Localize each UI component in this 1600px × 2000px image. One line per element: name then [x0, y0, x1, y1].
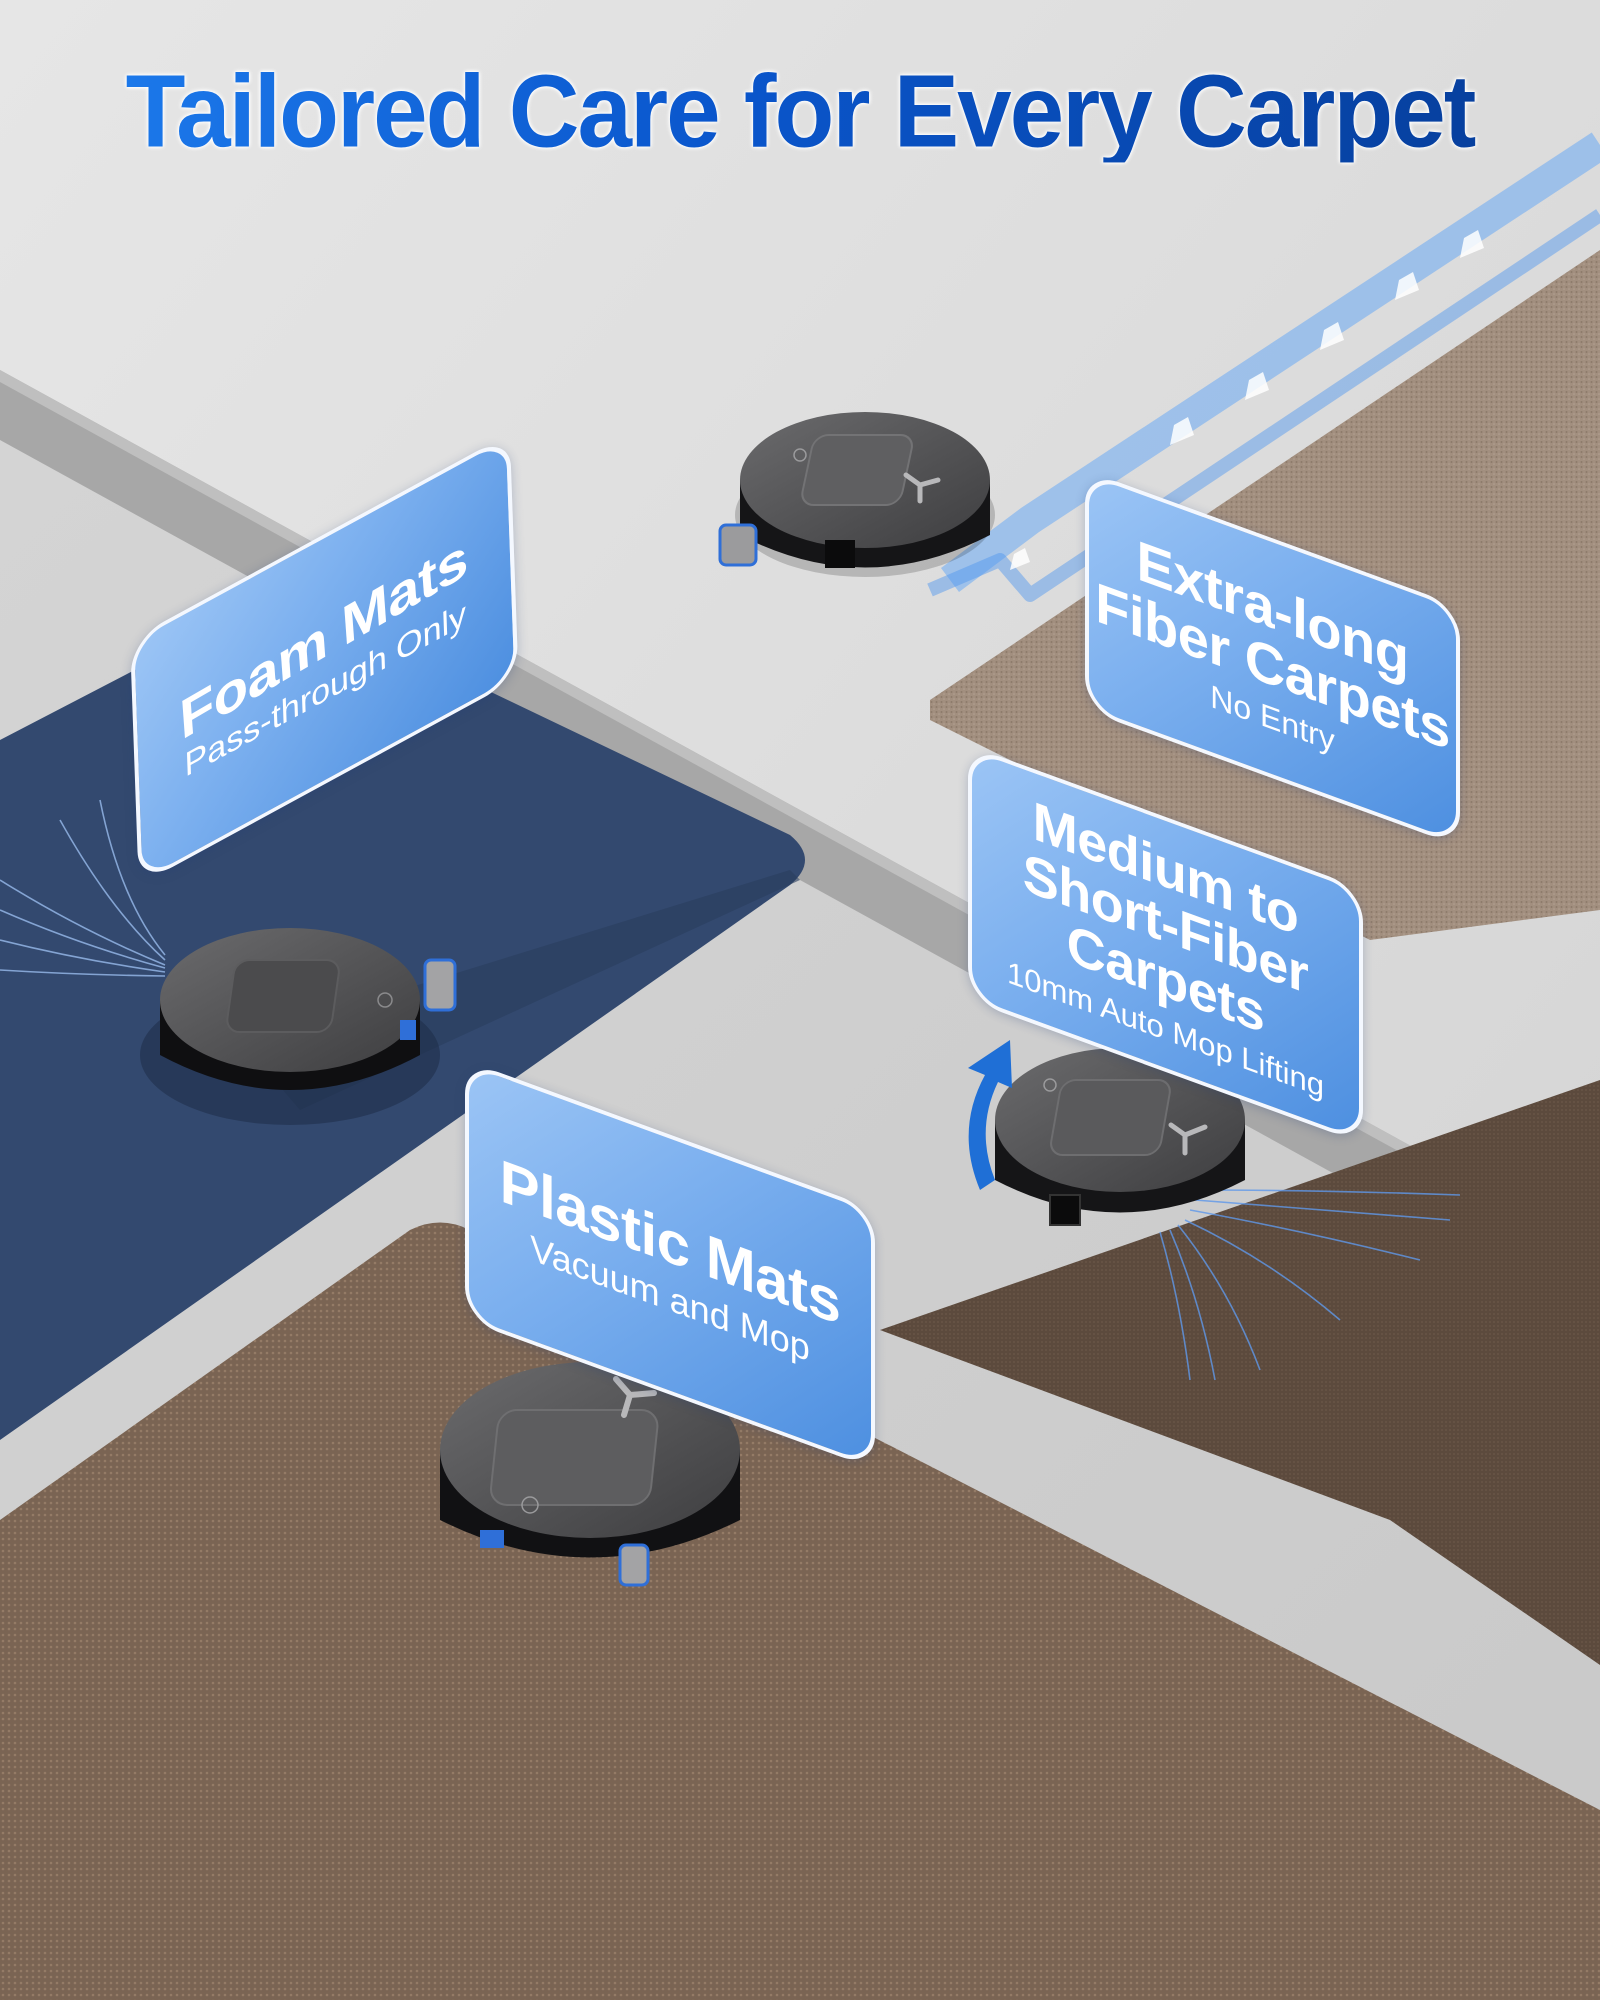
- wifi-button-icon: [377, 992, 393, 1008]
- airflow-lines-icon: [0, 799, 166, 977]
- avoidance-path: [941, 132, 1600, 592]
- wifi-button-icon: [521, 1496, 539, 1514]
- carpet-medium-short: [880, 1080, 1600, 1665]
- robot-vacuum-medium: [995, 1048, 1245, 1226]
- y-logo-icon: [1168, 1122, 1208, 1156]
- robot-vacuum-plastic: [440, 1362, 740, 1587]
- wifi-button-icon: [793, 448, 807, 462]
- y-logo-icon: [903, 472, 941, 504]
- robot-vacuum-top: [718, 412, 995, 577]
- plastic-mat: [0, 1222, 1600, 2000]
- robot-vacuum-foam: [140, 928, 457, 1125]
- chevron-arrow-icon: [1010, 230, 1484, 570]
- y-logo-icon: [613, 1376, 657, 1418]
- curved-up-arrow-icon: [968, 1040, 1012, 1190]
- page-title: Tailored Care for Every Carpet: [0, 60, 1600, 163]
- wifi-button-icon: [1043, 1078, 1057, 1092]
- airflow-lines-icon: [1159, 1189, 1461, 1381]
